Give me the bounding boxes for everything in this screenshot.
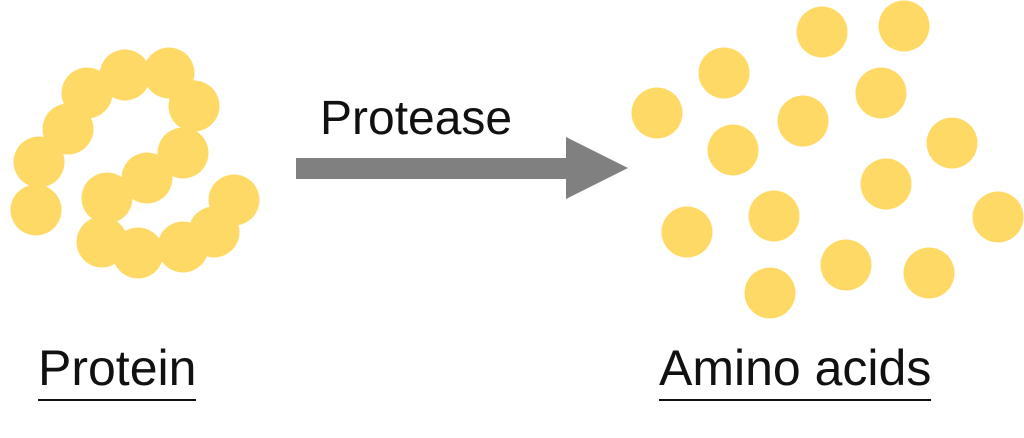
chain-residue — [157, 127, 209, 179]
amino-acid — [698, 47, 750, 99]
chain-residue — [81, 172, 133, 224]
amino-acid — [926, 117, 978, 169]
arrow-shaft — [296, 158, 568, 179]
amino-acid — [748, 190, 800, 242]
amino-acids-label: Amino acids — [659, 343, 932, 401]
chain-residue — [61, 67, 113, 119]
chain-residue — [10, 184, 62, 236]
amino-acid — [631, 87, 683, 139]
chain-residue — [99, 49, 151, 101]
amino-acid — [878, 0, 930, 52]
enzyme-label: Protease — [320, 92, 513, 145]
amino-acid — [860, 158, 912, 210]
chain-residue — [13, 136, 65, 188]
amino-acid — [972, 191, 1024, 243]
amino-acid — [855, 67, 907, 119]
amino-acid — [707, 124, 759, 176]
amino-acid — [744, 267, 796, 319]
amino-acid — [796, 6, 848, 58]
reaction-arrow — [296, 137, 628, 199]
amino-acid — [777, 95, 829, 147]
chain-residue — [168, 80, 220, 132]
arrow-head — [566, 137, 628, 199]
protein-chain — [10, 47, 260, 279]
amino-acid — [903, 247, 955, 299]
protein-label: Protein — [38, 343, 197, 401]
chain-residue — [112, 227, 164, 279]
chain-residue — [121, 152, 173, 204]
amino-acid — [820, 239, 872, 291]
amino-acid — [661, 206, 713, 258]
chain-residue — [208, 174, 260, 226]
free-amino-acids — [631, 0, 1024, 319]
